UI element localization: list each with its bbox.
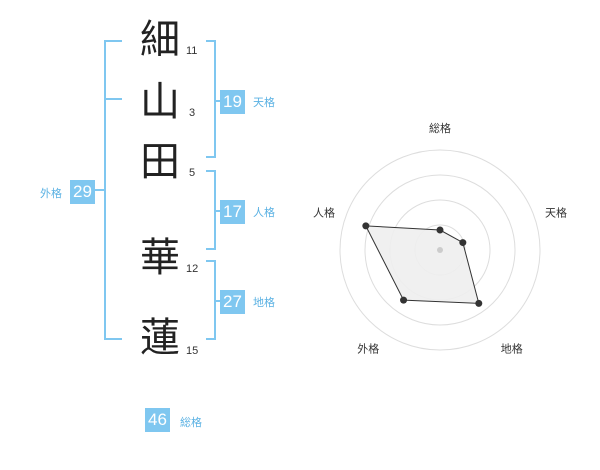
radar-point — [475, 299, 483, 307]
gaikaku-value-badge: 29 — [70, 180, 95, 204]
name-char-2: 山 — [140, 79, 180, 125]
radar-point — [362, 222, 370, 230]
radar-shape — [364, 225, 480, 304]
stroke-count-3: 5 — [189, 167, 196, 179]
tenkaku-label: 天格 — [253, 96, 275, 109]
gaikaku-label: 外格 — [40, 187, 62, 200]
radar-axis-label: 人格 — [313, 205, 335, 219]
name-char-1: 細 — [140, 17, 180, 63]
tenkaku-value-badge: 19 — [220, 90, 245, 114]
stroke-count-5: 15 — [186, 345, 199, 357]
radar-center — [437, 247, 443, 253]
radar-axis-label: 地格 — [501, 342, 523, 356]
name-char-3: 田 — [140, 139, 180, 185]
soukaku-value-badge: 46 — [145, 408, 170, 432]
chikaku-bracket-pointer — [214, 300, 224, 302]
radar-point — [436, 226, 444, 234]
radar-points — [362, 222, 483, 307]
tenkaku-bracket — [206, 40, 216, 158]
name-char-4: 華 — [140, 235, 180, 281]
radar-axis-label: 天格 — [545, 205, 567, 219]
radar-point — [459, 239, 467, 247]
radar-axis-label: 総格 — [429, 121, 451, 135]
chikaku-value-badge: 27 — [220, 290, 245, 314]
chikaku-label: 地格 — [253, 296, 275, 309]
radar-ring — [339, 149, 541, 351]
radar-axis-label: 外格 — [357, 342, 379, 356]
tenkaku-bracket-pointer — [214, 100, 224, 102]
jinkaku-bracket-pointer — [214, 210, 224, 212]
soukaku-label: 総格 — [180, 416, 202, 429]
stroke-count-2: 3 — [189, 107, 196, 119]
stroke-count-4: 12 — [186, 263, 199, 275]
gaikaku-bracket-tick — [104, 98, 122, 100]
name-char-5: 蓮 — [140, 315, 180, 361]
radar-point — [400, 296, 408, 304]
stroke-count-1: 11 — [186, 45, 198, 57]
gaikaku-bracket — [104, 40, 122, 340]
gaikaku-bracket-pointer — [92, 189, 104, 191]
radar-ring — [364, 174, 516, 326]
jinkaku-value-badge: 17 — [220, 200, 245, 224]
jinkaku-label: 人格 — [253, 206, 275, 219]
